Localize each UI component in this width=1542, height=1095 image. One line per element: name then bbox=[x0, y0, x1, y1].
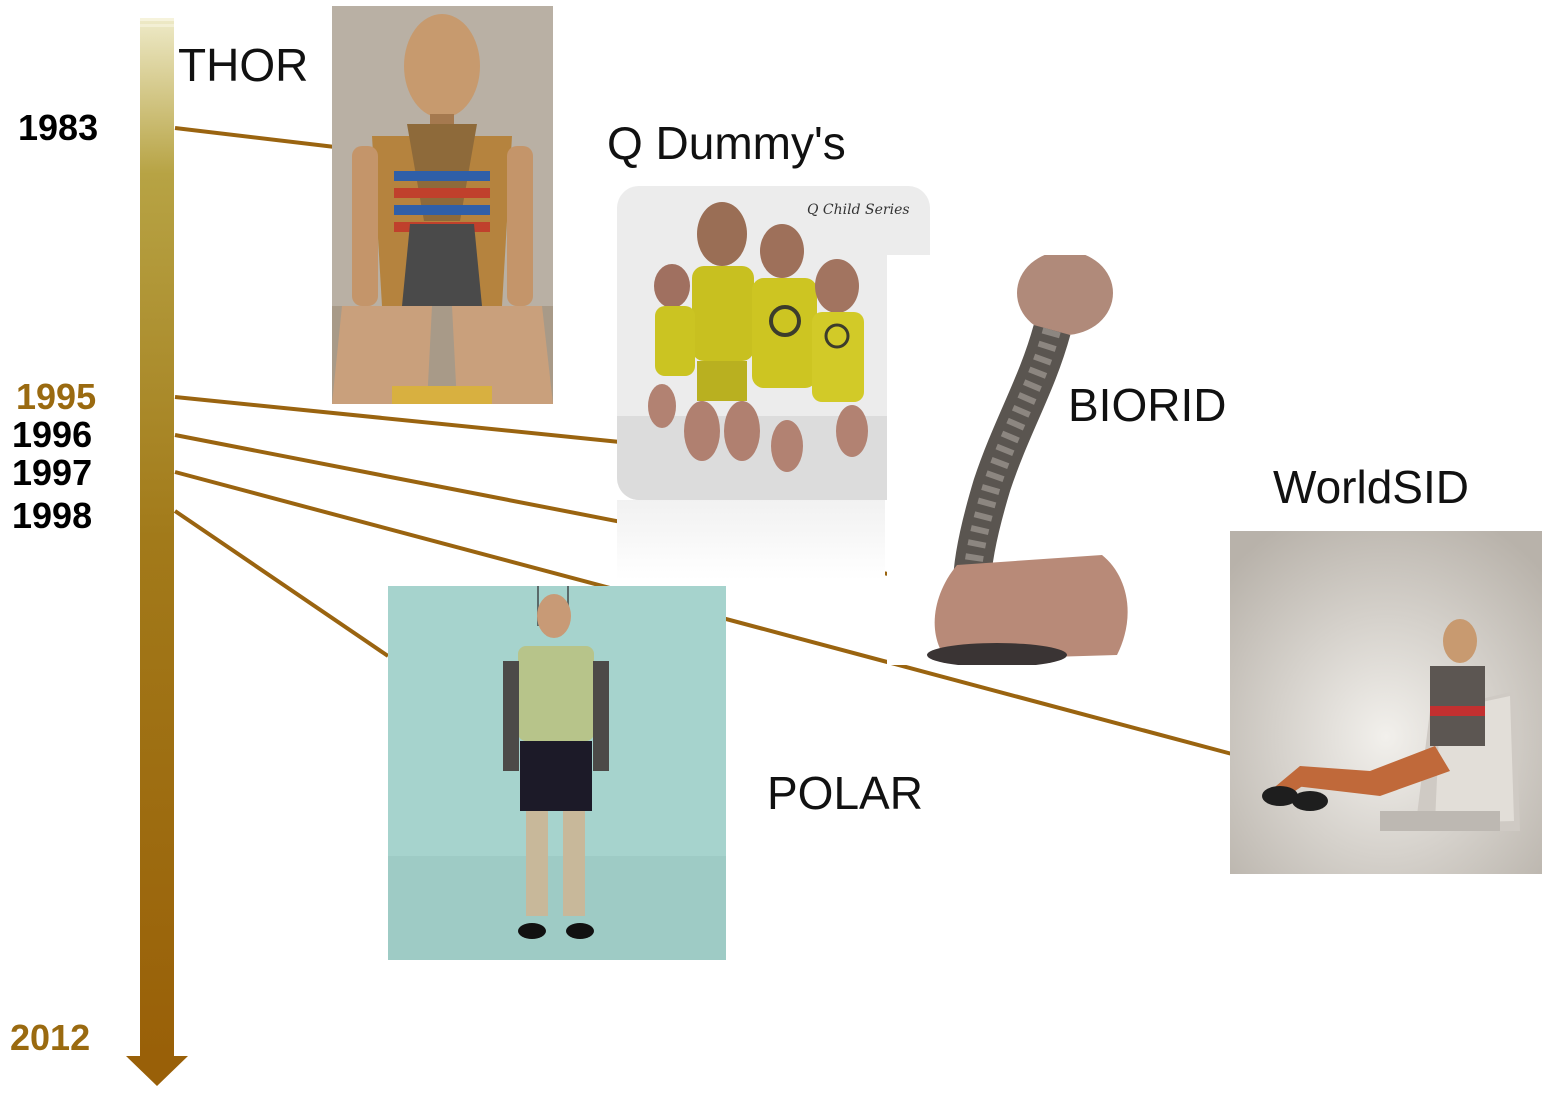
year-label-1997: 1997 bbox=[12, 454, 92, 492]
worldsid-label: WorldSID bbox=[1273, 462, 1469, 512]
year-label-1998: 1998 bbox=[12, 497, 92, 535]
year-label-1983: 1983 bbox=[18, 109, 98, 147]
thor-label: THOR bbox=[178, 40, 308, 90]
year-label-1995: 1995 bbox=[16, 378, 96, 416]
seated-side-impact-dummy-photo bbox=[1230, 531, 1542, 874]
year-label-1996: 1996 bbox=[12, 416, 92, 454]
connector-1998-polar bbox=[175, 511, 388, 656]
biorid-label: BIORID bbox=[1068, 380, 1226, 430]
spine-dummy-photo bbox=[887, 255, 1161, 665]
year-label-2012: 2012 bbox=[10, 1019, 90, 1057]
standing-pedestrian-dummy-photo bbox=[388, 586, 726, 960]
connector-1983-thor bbox=[175, 128, 335, 147]
polar-label: POLAR bbox=[767, 768, 923, 818]
q-dummies-reflection bbox=[617, 500, 885, 580]
seated-crash-dummy-photo bbox=[332, 6, 553, 404]
timeline-arrowhead bbox=[126, 1056, 188, 1086]
q-dummies-label: Q Dummy's bbox=[607, 118, 846, 168]
timeline-arrow bbox=[126, 18, 188, 1086]
q-child-series-caption: Q Child Series bbox=[807, 202, 910, 218]
child-dummies-photo: Q Child Series bbox=[617, 186, 930, 500]
